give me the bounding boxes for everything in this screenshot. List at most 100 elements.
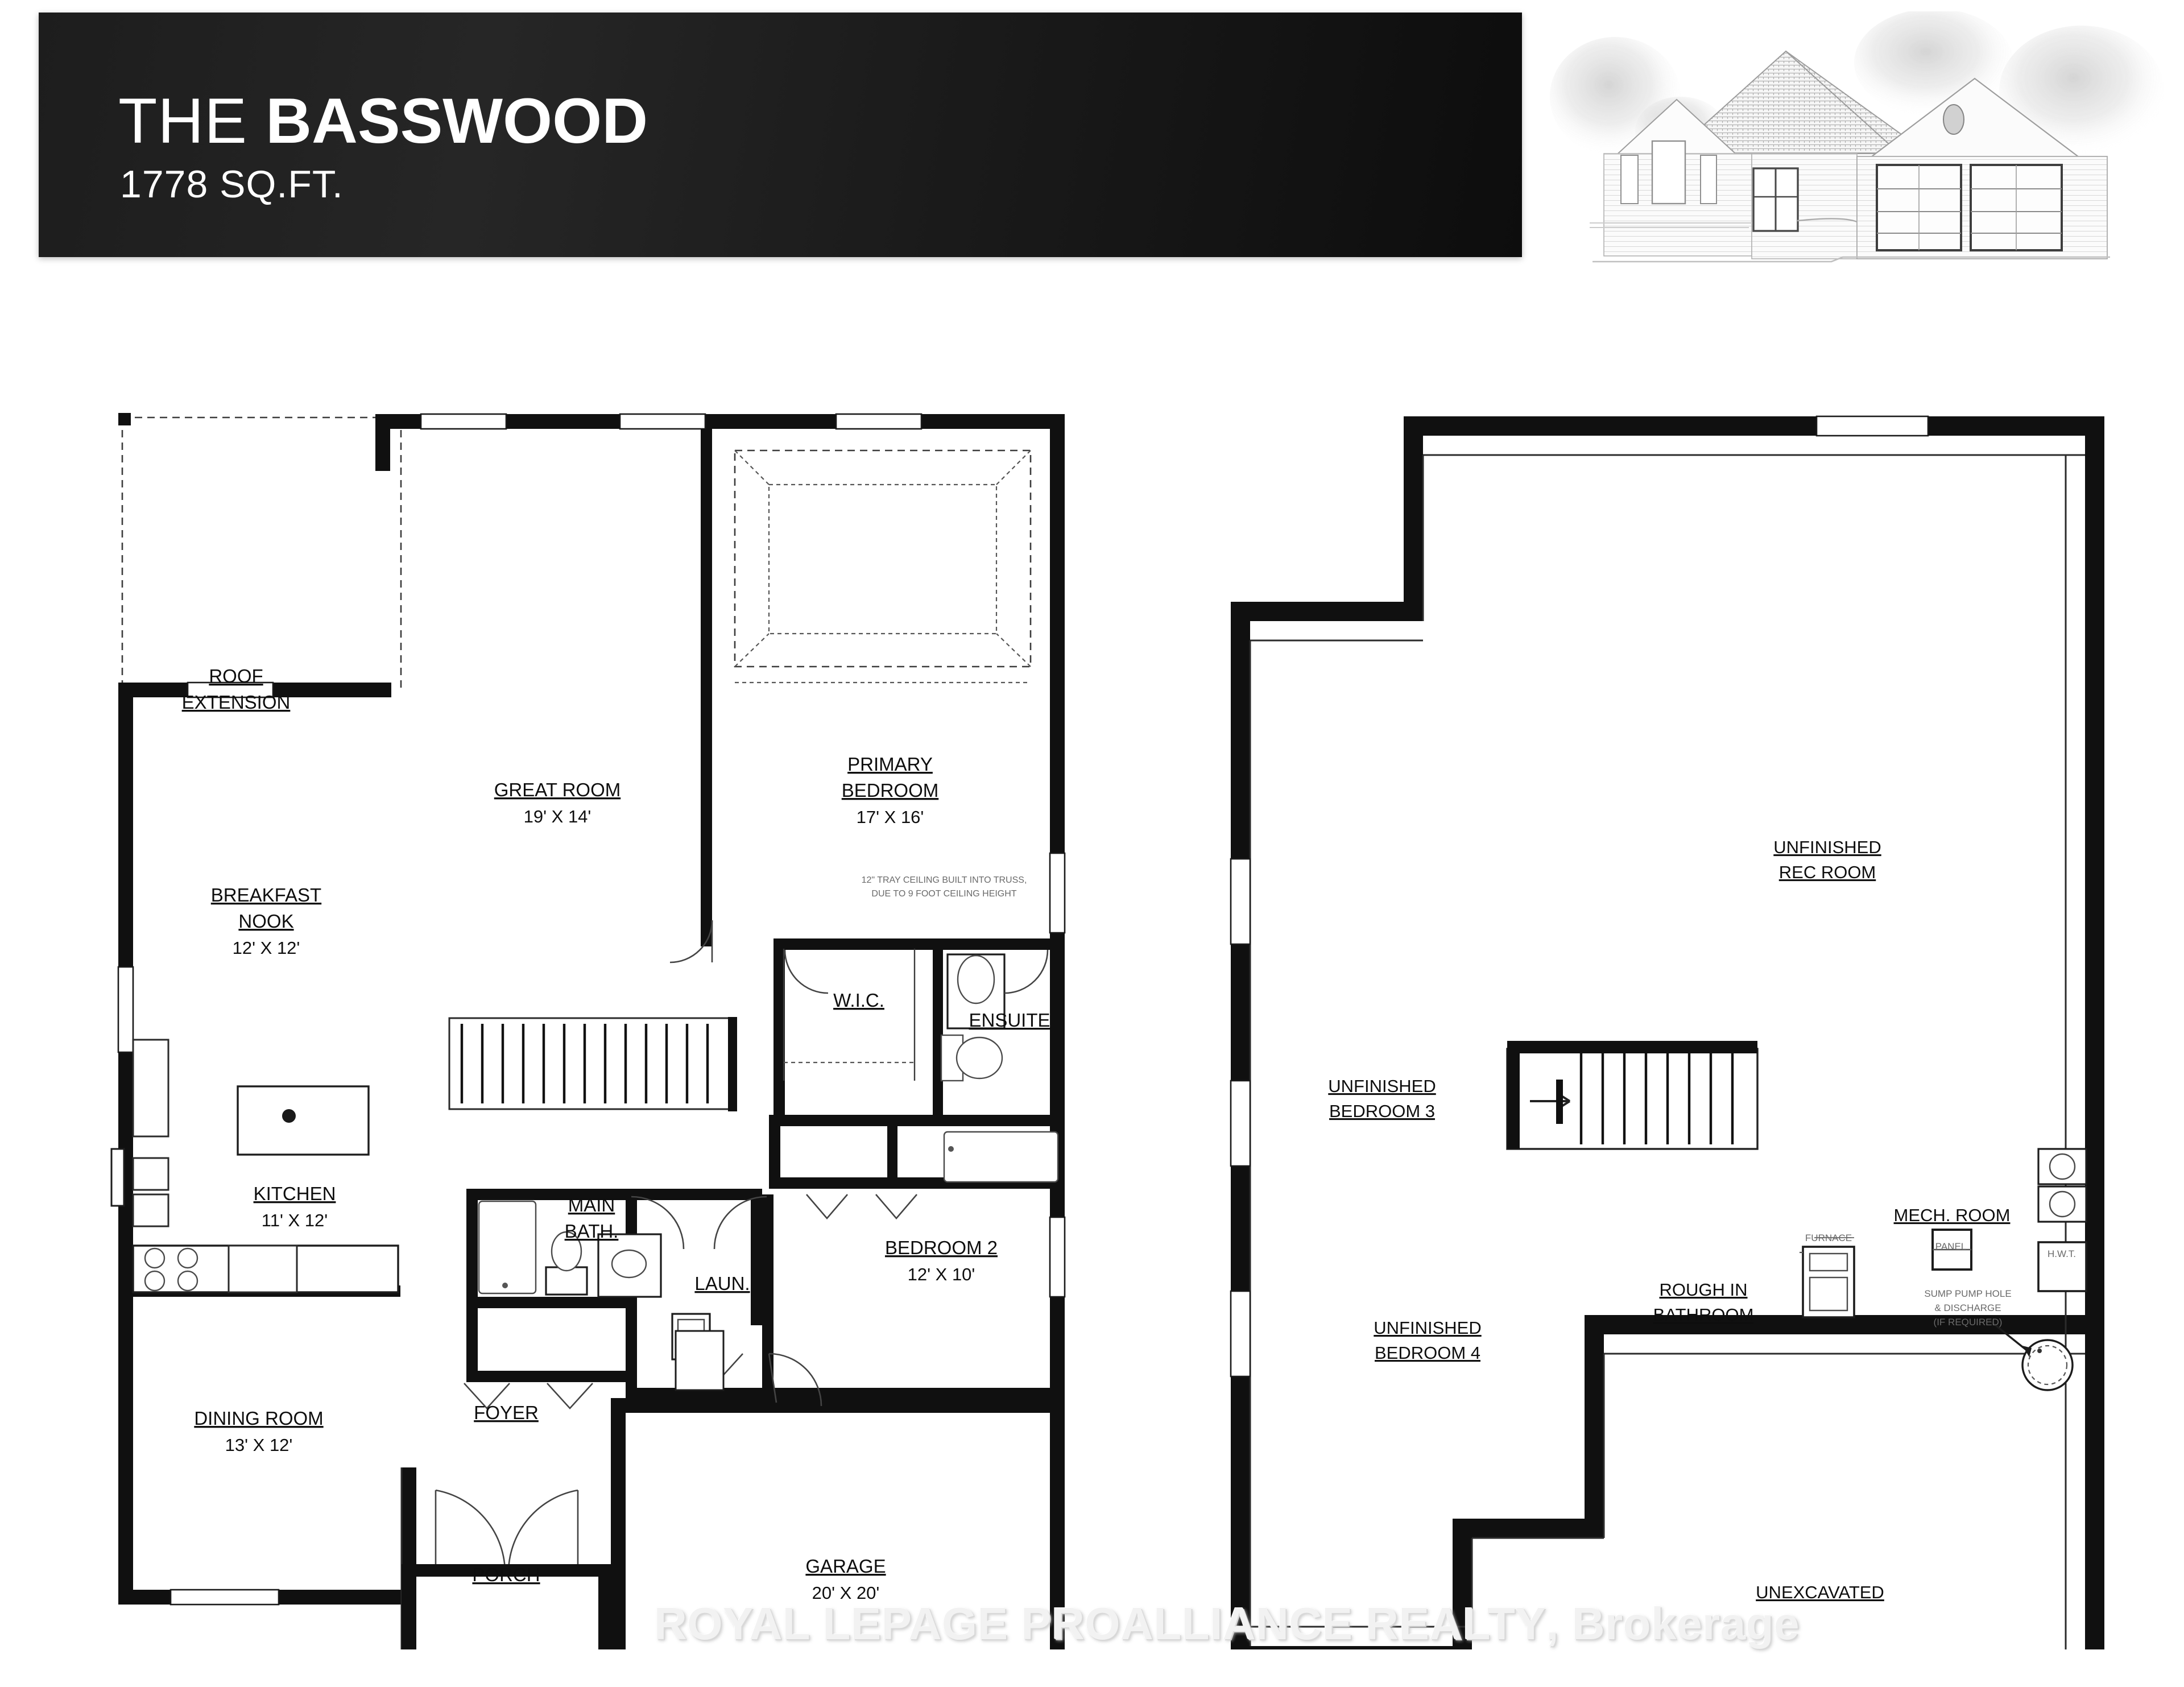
room-dimensions: 13' X 12': [225, 1435, 293, 1455]
brokerage-suffix: , Brokerage: [1546, 1598, 1800, 1649]
room-name: ROUGH IN: [1660, 1280, 1748, 1300]
room-name: FOYER: [474, 1402, 539, 1423]
dishwasher-icon: [228, 1244, 298, 1293]
room-name: BREAKFAST: [211, 884, 321, 905]
fridge-icon: [132, 1157, 169, 1191]
note-line: DUE TO 9 FOOT CEILING HEIGHT: [871, 889, 1016, 899]
plan-area: 1778 SQ.FT.: [120, 163, 344, 206]
main-bath-fixtures: [478, 1200, 662, 1298]
floor-plans-canvas: .w { fill:#101010; } /* heavy wall */ .t…: [0, 284, 2184, 1649]
sink-icon: [957, 954, 995, 1004]
room-label-unexcavated: UNEXCAVATED: [1756, 1582, 1884, 1602]
window-icon: [1700, 155, 1717, 204]
roof-extension-outline: [118, 413, 402, 693]
equipment-label-sump-note-l1: SUMP PUMP HOLE: [1924, 1288, 2011, 1299]
kitchen-fixtures: [110, 1039, 399, 1293]
window-icon: [1651, 140, 1686, 205]
room-label-primary-bedroom: PRIMARY BEDROOM 17' X 16': [842, 754, 939, 827]
hot-water-tank-icon: [2037, 1241, 2087, 1292]
room-dimensions: 17' X 16': [857, 807, 924, 827]
room-name: MECH. ROOM: [1894, 1205, 2011, 1225]
room-name-line2: REC ROOM: [1779, 862, 1876, 882]
room-dimensions: 19' X 14': [524, 807, 592, 826]
door-swings: [435, 920, 1049, 1575]
room-label-bedroom-2: BEDROOM 2 12' X 10': [885, 1237, 998, 1284]
brokerage-name: ROYAL LEPAGE PROALLIANCE REALTY: [654, 1598, 1546, 1649]
room-name-line2: BEDROOM 4: [1375, 1343, 1480, 1363]
room-name-line2: BEDROOM: [842, 780, 939, 801]
gable-vent-icon: [1943, 104, 1964, 135]
room-name: W.I.C.: [833, 990, 884, 1011]
room-label-rough-in-bathroom: ROUGH IN BATHROOM: [1653, 1280, 1754, 1325]
main-floor-stairs: [448, 1017, 737, 1111]
room-name: PRIMARY: [847, 754, 933, 775]
room-name: BEDROOM 2: [885, 1237, 998, 1258]
cooktop-icon: [144, 1247, 198, 1292]
room-name: GREAT ROOM: [494, 779, 621, 800]
room-label-porch: PORCH: [472, 1564, 540, 1585]
room-name-line2: NOOK: [238, 911, 293, 932]
sink-icon: [611, 1249, 647, 1279]
room-name: ENSUITE: [969, 1010, 1050, 1031]
equipment-label-sump-note-l3: (IF REQUIRED): [1934, 1317, 2003, 1328]
room-name-line2: BATH.: [565, 1221, 619, 1242]
ground-line: [1592, 256, 2110, 263]
room-label-unfinished-rec-room: UNFINISHED REC ROOM: [1773, 837, 1881, 882]
room-dimensions: 12' X 10': [908, 1264, 975, 1284]
brokerage-watermark: ROYAL LEPAGE PROALLIANCE REALTY, Brokera…: [654, 1593, 1799, 1655]
front-door-icon: [1752, 167, 1799, 232]
room-label-ensuite: ENSUITE: [969, 1010, 1050, 1031]
island-sink-icon: [282, 1109, 296, 1123]
ensuite-fixtures: [940, 953, 1059, 1183]
kitchen-island: [237, 1085, 370, 1156]
room-name-line2: BATHROOM: [1653, 1305, 1754, 1325]
equipment-label-furnace-label: FURNACE: [1805, 1233, 1852, 1243]
mechanical-equipment: [1802, 1148, 2087, 1391]
foundation-walls: [1231, 416, 2104, 1649]
room-name: UNFINISHED: [1773, 837, 1881, 857]
plan-title-prefix: THE: [118, 85, 266, 156]
room-name: ROOF: [209, 665, 263, 687]
room-label-wic: W.I.C.: [833, 990, 884, 1011]
basement-windows: [1230, 415, 1929, 1378]
toilet-bowl-icon: [551, 1231, 582, 1272]
room-label-foyer: FOYER: [474, 1402, 539, 1423]
room-label-mech-room: MECH. ROOM: [1894, 1205, 2011, 1225]
house-elevation-illustration: [1536, 11, 2178, 279]
window-icon: [1620, 155, 1639, 204]
room-name: KITCHEN: [254, 1183, 336, 1204]
note-line: 12" TRAY CEILING BUILT INTO TRUSS,: [862, 875, 1027, 885]
bathtub-icon: [478, 1200, 537, 1295]
room-label-roof-extension: ROOF EXTENSION: [182, 665, 291, 713]
room-label-kitchen: KITCHEN 11' X 12': [254, 1183, 336, 1230]
title-banner: THE BASSWOOD 1778 SQ.FT.: [39, 13, 1522, 257]
plan-title: THE BASSWOOD: [118, 89, 648, 153]
room-label-laundry: LAUN.: [694, 1273, 750, 1294]
room-name: UNFINISHED: [1374, 1318, 1481, 1338]
room-dimensions: 11' X 12': [262, 1210, 328, 1230]
note-tray-ceiling-note: 12" TRAY CEILING BUILT INTO TRUSS, DUE TO…: [862, 875, 1027, 899]
pantry-cabinet: [132, 1039, 169, 1138]
basement-stairs: [1506, 1041, 1759, 1150]
tray-ceiling-outline: [734, 449, 1032, 684]
main-floor-notes: 12" TRAY CEILING BUILT INTO TRUSS, DUE TO…: [862, 875, 1027, 899]
toilet-bowl-icon: [956, 1036, 1003, 1080]
porch-outline: [402, 1564, 613, 1649]
room-name: GARAGE: [805, 1556, 886, 1577]
equipment-label-sump-note-l2: & DISCHARGE: [1934, 1303, 2001, 1313]
room-name: MAIN: [568, 1194, 615, 1215]
main-floor-plan: ROOF EXTENSION GREAT ROOM 19' X 14' PRIMARY B…: [110, 413, 1066, 1649]
sump-pump-icon: [2021, 1339, 2074, 1391]
wic-shelving: [783, 949, 916, 1081]
main-floor-labels: ROOF EXTENSION GREAT ROOM 19' X 14' PRIMARY B…: [182, 665, 1050, 1603]
room-name: LAUN.: [694, 1273, 750, 1294]
room-name-line2: EXTENSION: [182, 692, 291, 713]
room-name: PORCH: [472, 1564, 540, 1585]
garage-door-icon: [1876, 164, 1962, 251]
room-name: UNFINISHED: [1328, 1076, 1436, 1096]
